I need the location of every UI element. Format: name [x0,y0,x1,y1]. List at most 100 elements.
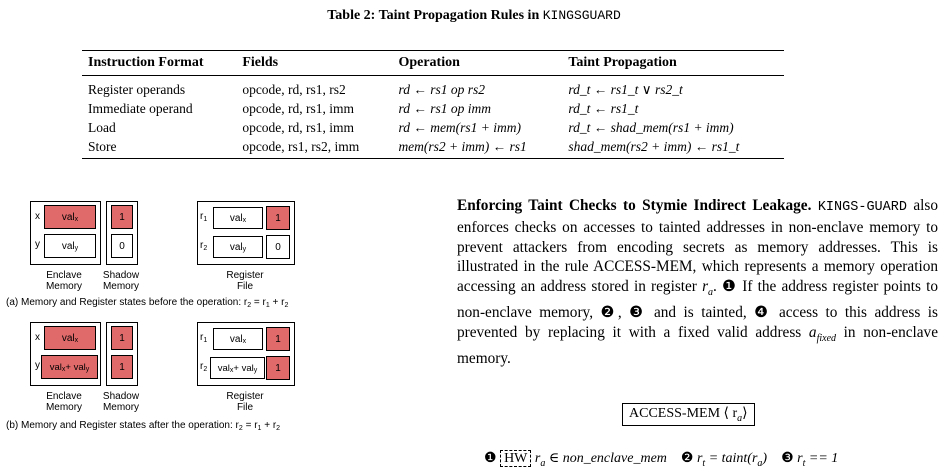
mem-y-sub-b: y [85,365,90,373]
label-r1: r1 [200,332,208,344]
sub: 2 [247,302,252,309]
cond-2-sub: t [702,457,706,469]
file-word: File [236,281,254,292]
cell-format: Store [88,138,117,154]
taint-rules-table: Instruction Format Fields Operation Tain… [82,50,784,159]
cond-2-marker: ❷ [680,451,694,466]
afixed-symbol: a [808,323,817,341]
r-letter: r [200,240,204,251]
cell-taint: rd_t ← rs1_t [568,100,639,116]
cell-operation: rd ← mem(rs1 + imm) [398,119,522,135]
reg-r2-sub: y [242,245,247,253]
cell-taint: rd_t ← rs1_t ∨ rs2_t [568,81,683,97]
cond-2-sub2: a [757,457,763,469]
paragraph-text-2: . ❶ If the address register points to no… [457,278,938,341]
label-y: y [35,360,40,371]
reg-r2-sub-a: x [229,366,234,374]
cell-format: Load [88,119,116,135]
header-taint: Taint Propagation [568,55,677,70]
cap-eq: = r [251,297,266,308]
register-word: Register [226,270,264,281]
mem-x-val: val [61,332,75,344]
access-mem-rule: ACCESS-MEM ⟨ ra⟩ [622,403,755,426]
cond-3-marker: ❸ [781,451,794,466]
reg-r1-taint: 1 [266,206,290,230]
cell-fields: opcode, rd, rs1, imm [242,119,355,135]
cell-fields: opcode, rd, rs1, imm [242,100,355,116]
cell-operation: rd ← rs1 op imm [398,100,491,116]
cond-1-rest: ∈ non_enclave_mem [545,451,667,466]
r2-sub: 2 [203,245,208,252]
cond-2-rest: = taint(r [705,451,758,466]
mem-x-val: val [61,211,75,223]
table-row: Store opcode, rs1, rs2, imm mem(rs2 + im… [82,137,784,159]
cap-eq: = r [242,420,258,431]
table-row: Register operands opcode, rd, rs1, rs2 r… [82,76,784,99]
enclave-memory-label: Enclave Memory [24,391,104,413]
header-format: Instruction Format [88,55,204,70]
system-name-part2: GUARD [866,200,907,215]
reg-r2-val-a: val [217,362,230,374]
file-word: File [236,402,254,413]
enclave-word: Enclave [46,270,82,281]
sub: 2 [238,425,243,432]
r-letter: r [200,332,204,343]
sub: 2 [276,425,281,432]
register-word: Register [226,391,264,402]
cell-taint: shad_mem(rs2 + imm) ← rs1_t [568,138,740,154]
figure-caption-b: (b) Memory and Register states after the… [6,420,281,432]
table-header-row: Instruction Format Fields Operation Tain… [82,50,784,76]
label-r2: r2 [200,361,207,373]
cell-fields: opcode, rd, rs1, rs2 [242,81,346,97]
system-name-part1: KINGS- [817,200,867,215]
afixed-sub: fixed [816,332,837,344]
mem-x-sub: x [74,215,79,223]
sub: 1 [265,302,270,309]
cell-format: Immediate operand [88,100,193,116]
sub: 1 [257,425,262,432]
caption-b-text: (b) Memory and Register states after the… [6,420,239,431]
rule-conditions: ❶ HW ra ∈ non_enclave_mem ❷ rt = taint(r… [484,450,838,469]
label-r2: r2 [200,240,208,252]
reg-r2-taint: 0 [266,235,290,259]
mem-y-val-a: val [49,361,62,373]
label-x: x [35,211,40,222]
memory-word: Memory [102,281,140,292]
shadow-word: Shadow [102,270,140,281]
reg-r1-val: val [229,333,243,345]
reg-r1-sub: x [242,337,247,345]
mem-x-sub: x [74,336,79,344]
enclave-word: Enclave [46,391,82,402]
label-y: y [35,239,40,250]
table-caption: Table 2: Taint Propagation Rules in KING… [0,8,948,24]
mem-y-sub: y [74,244,79,252]
shadow-x-cell: 1 [111,326,133,350]
cond-1-sub: a [540,457,546,469]
memory-word: Memory [45,402,83,413]
reg-r2-sub-b: y [253,366,258,374]
caption-a-text: (a) Memory and Register states before th… [6,297,248,308]
rule-arg-sub: a [737,412,743,424]
paragraph-text-3: in non-enclave memory. [457,323,938,367]
cond-1-text: r [531,451,541,466]
reg-r2-taint: 1 [266,356,290,380]
label-x: x [35,332,40,343]
cond-3-text: r [793,451,803,466]
r1-sub: 1 [203,216,208,223]
shadow-y-cell: 1 [111,355,133,379]
reg-r1-sub: x [242,216,247,224]
ra-sub: a [708,287,714,299]
rule-name: ACCESS-MEM [629,406,721,421]
shadow-x-cell: 1 [111,205,133,229]
cap-plus: + r [261,420,277,431]
caption-prefix: Table 2: Taint Propagation Rules in [327,8,543,23]
r1-sub: 1 [203,337,208,344]
shadow-memory-label: Shadow Memory [91,270,151,292]
cond-3-rest: == 1 [805,451,839,466]
